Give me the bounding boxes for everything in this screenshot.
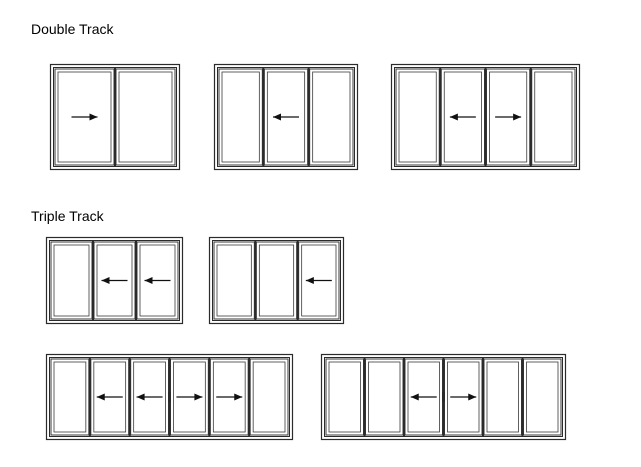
glass-pane (118, 71, 173, 163)
handle-icon (442, 392, 445, 402)
sash-frame (523, 358, 562, 436)
inner-frame (324, 357, 563, 437)
triple-track-6-panel-diagram (45, 353, 294, 441)
sash-frame (115, 68, 176, 166)
interlock-bar (521, 358, 524, 436)
interlock-bar (482, 358, 484, 436)
inner-frame (212, 240, 341, 321)
sash-frame (50, 358, 90, 436)
arrow-left-icon (144, 277, 171, 284)
double-track-title: Double Track (31, 21, 114, 37)
interlock-bar (254, 241, 257, 320)
arrow-right-icon (176, 393, 203, 401)
arrow-right-icon (450, 393, 477, 401)
glass-pane (368, 361, 401, 433)
glass-pane (258, 244, 295, 317)
double-track-2-panel-diagram (49, 63, 181, 171)
interlock-bar (128, 358, 131, 436)
arrow-left-icon (449, 113, 476, 121)
interlock-bar (403, 358, 405, 436)
triple-track-3-panel-a-diagram (45, 236, 184, 325)
arrow-right-icon (216, 393, 243, 401)
interlock-bar (307, 68, 310, 166)
inner-frame (217, 67, 355, 167)
double-track-3-panel-diagram (213, 63, 359, 171)
triple-track-6-panel-center-diagram (320, 353, 567, 441)
outer-frame (45, 236, 184, 325)
inner-frame (49, 357, 290, 437)
arrow-left-icon (273, 113, 299, 121)
glass-pane (489, 71, 528, 163)
arrow-left-icon (96, 393, 123, 401)
sash-frame (249, 358, 289, 436)
glass-pane (216, 244, 252, 317)
interlock-bar (248, 358, 251, 436)
glass-pane (266, 71, 306, 163)
handle-icon (168, 392, 171, 402)
outer-frame (208, 236, 345, 325)
triple-track-title: Triple Track (31, 208, 104, 224)
outer-frame (49, 63, 181, 171)
outer-frame (213, 63, 359, 171)
glass-pane (53, 244, 90, 317)
arrow-left-icon (136, 393, 163, 401)
interlock-bar (296, 241, 299, 320)
interlock-bar (529, 68, 532, 166)
glass-pane (407, 361, 440, 433)
sash-frame (309, 68, 354, 166)
glass-pane (447, 361, 480, 433)
interlock-bar (88, 358, 91, 436)
interlock-bar (484, 68, 487, 166)
glass-pane (221, 71, 260, 163)
double-track-4-panel-diagram (390, 63, 581, 171)
sash-frame (50, 241, 93, 320)
interlock-bar (208, 358, 211, 436)
glass-pane (526, 361, 559, 433)
inner-frame (394, 67, 577, 167)
interlock-bar (439, 68, 442, 166)
glass-pane (93, 361, 127, 433)
glass-pane (328, 361, 361, 433)
inner-frame (49, 240, 180, 321)
sash-frame (395, 68, 440, 166)
arrow-right-icon (71, 113, 98, 121)
glass-pane (486, 361, 519, 433)
glass-pane (212, 361, 246, 433)
glass-pane (534, 71, 573, 163)
interlock-bar (363, 358, 366, 436)
interlock-bar (135, 241, 137, 320)
sash-frame (483, 358, 522, 436)
glass-pane (96, 244, 133, 317)
sash-frame (218, 68, 263, 166)
arrow-left-icon (101, 277, 128, 284)
sash-frame (365, 358, 404, 436)
triple-track-3-panel-b-diagram (208, 236, 345, 325)
glass-pane (53, 361, 87, 433)
glass-pane (443, 71, 482, 163)
glass-pane (301, 244, 337, 317)
arrow-left-icon (305, 277, 332, 284)
glass-pane (398, 71, 437, 163)
sash-frame (255, 241, 298, 320)
outer-frame (45, 353, 294, 441)
glass-pane (133, 361, 166, 433)
inner-frame (53, 67, 177, 167)
interlock-bar (262, 68, 265, 166)
arrow-right-icon (495, 113, 522, 121)
sash-frame (531, 68, 576, 166)
interlock-bar (114, 68, 116, 166)
glass-pane (252, 361, 286, 433)
outer-frame (320, 353, 567, 441)
arrow-left-icon (410, 393, 437, 401)
sash-frame (325, 358, 364, 436)
outer-frame (390, 63, 581, 171)
glass-pane (57, 71, 112, 163)
interlock-bar (92, 241, 94, 320)
sash-frame (213, 241, 255, 320)
glass-pane (139, 244, 176, 317)
glass-pane (312, 71, 351, 163)
glass-pane (173, 361, 206, 433)
